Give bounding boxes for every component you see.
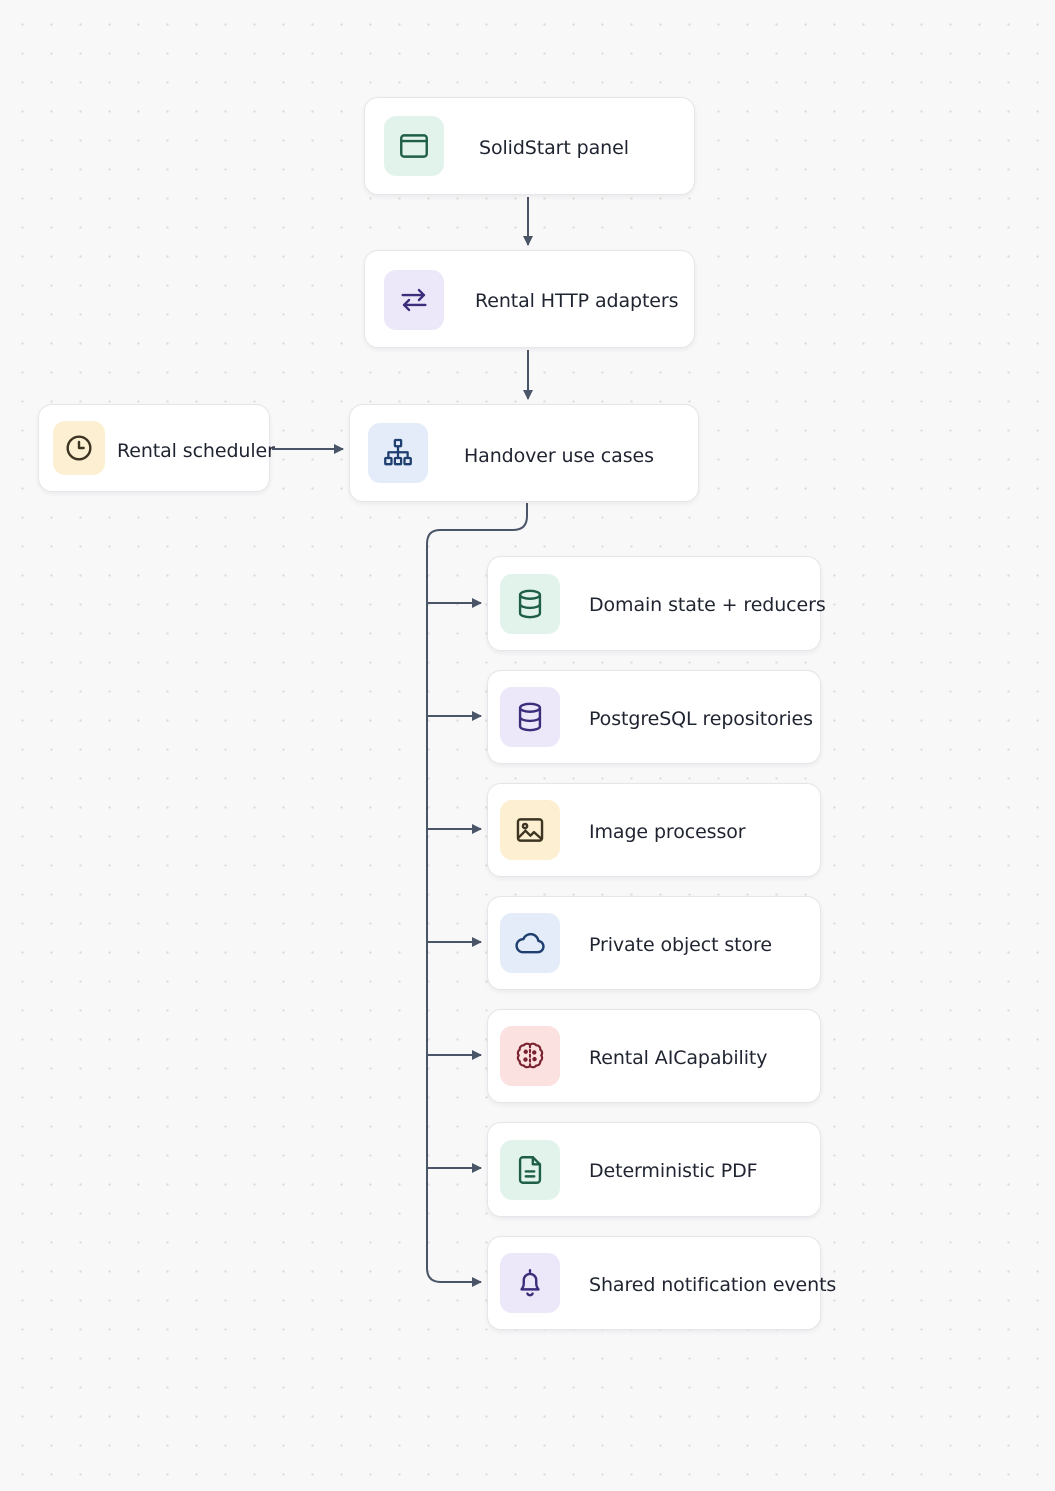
node-handover-use-cases[interactable]: Handover use cases [349,404,699,502]
node-rental-scheduler[interactable]: Rental scheduler [38,404,275,492]
node-label: Domain state + reducers [589,594,826,616]
node-label: Image processor [589,821,746,843]
bell-icon [500,1253,560,1313]
node-label: PostgreSQL repositories [589,708,813,730]
node-shared-notification-events[interactable]: Shared notification events [487,1236,836,1330]
database-icon [500,574,560,634]
node-label: Rental HTTP adapters [475,290,679,312]
node-label: SolidStart panel [479,137,629,159]
node-solidstart-panel[interactable]: SolidStart panel [364,97,695,195]
node-image-processor[interactable]: Image processor [487,783,821,877]
arrows-exchange-icon [384,270,444,330]
node-label: Rental scheduler [117,440,275,462]
node-label: Handover use cases [464,445,654,467]
clock-icon [53,421,105,475]
database-icon [500,687,560,747]
node-label: Private object store [589,934,772,956]
node-postgresql-repositories[interactable]: PostgreSQL repositories [487,670,821,764]
file-text-icon [500,1140,560,1200]
browser-window-icon [384,116,444,176]
node-deterministic-pdf[interactable]: Deterministic PDF [487,1122,821,1217]
cloud-icon [500,913,560,973]
node-label: Rental AICapability [589,1047,768,1069]
brain-icon [500,1026,560,1086]
node-rental-aicapability[interactable]: Rental AICapability [487,1009,821,1103]
node-private-object-store[interactable]: Private object store [487,896,821,990]
hierarchy-icon [368,423,428,483]
node-label: Shared notification events [589,1274,837,1296]
node-label: Deterministic PDF [589,1160,758,1182]
image-icon [500,800,560,860]
node-domain-state-reducers[interactable]: Domain state + reducers [487,556,826,651]
node-rental-http-adapters[interactable]: Rental HTTP adapters [364,250,695,348]
